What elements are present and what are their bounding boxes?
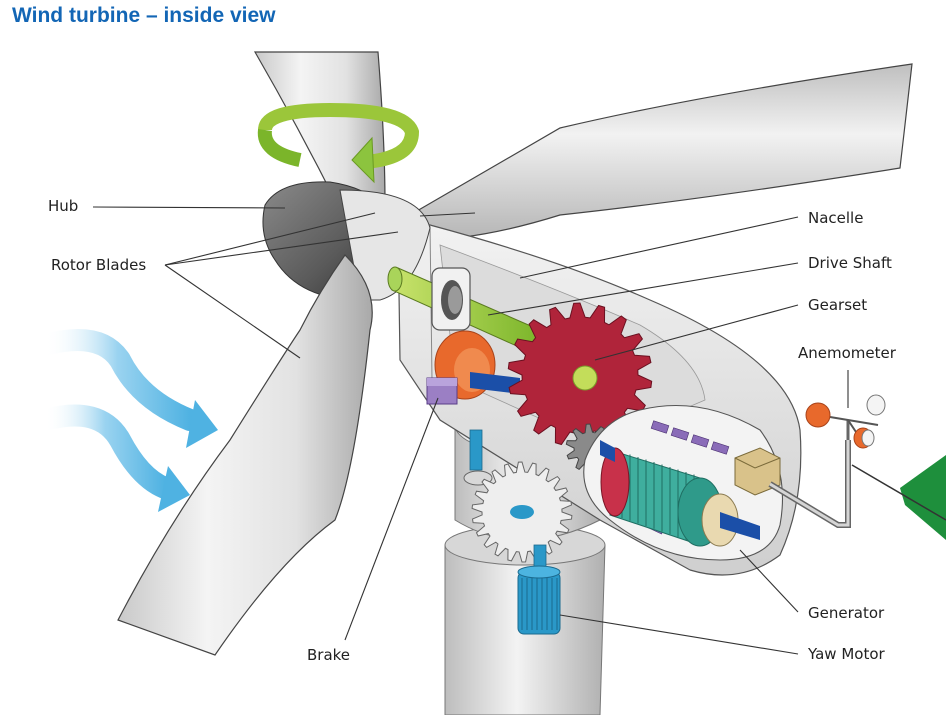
rotation-arrow xyxy=(257,102,420,184)
label-generator: Generator xyxy=(808,604,885,622)
lower-blade xyxy=(117,254,373,656)
label-gearset: Gearset xyxy=(808,296,867,314)
label-brake: Brake xyxy=(307,646,350,664)
label-rotor-blades: Rotor Blades xyxy=(51,256,146,274)
brake-caliper xyxy=(426,377,458,405)
generator xyxy=(600,440,760,547)
leader-lines xyxy=(92,206,849,655)
anemometer xyxy=(805,394,886,449)
label-drive-shaft: Drive Shaft xyxy=(808,254,892,272)
control-box xyxy=(734,440,851,528)
wind-vane xyxy=(851,455,946,540)
wind-arrows xyxy=(34,329,218,512)
yaw-motor xyxy=(517,565,561,635)
label-yaw-motor: Yaw Motor xyxy=(807,645,886,663)
label-anemometer: Anemometer xyxy=(798,344,897,362)
label-hub: Hub xyxy=(48,197,78,215)
bearing-plate xyxy=(431,267,471,331)
page-title: Wind turbine – inside view xyxy=(12,4,276,27)
right-blade xyxy=(409,63,913,241)
label-nacelle: Nacelle xyxy=(808,209,863,227)
